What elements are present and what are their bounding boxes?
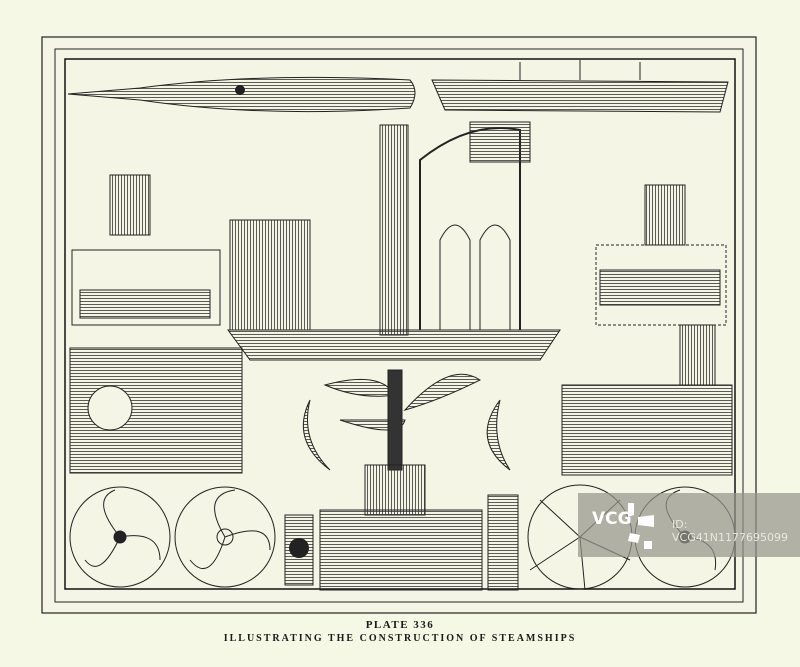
plate-title: ILLUSTRATING THE CONSTRUCTION OF STEAMSH… xyxy=(223,633,577,644)
outer-frame xyxy=(54,48,744,603)
watermark-logo: VCG xyxy=(592,509,632,529)
boiler-section-figure xyxy=(561,384,733,476)
stern-frame-figure xyxy=(319,464,483,591)
ship-hull-figure xyxy=(67,76,416,113)
propeller-fig-9 xyxy=(69,486,171,588)
plate-number: PLATE 336 xyxy=(365,619,435,631)
propeller-blades-figure xyxy=(302,369,511,471)
beam-engine-figure xyxy=(227,121,561,361)
boiler-figure-left xyxy=(71,174,221,326)
boiler-figure-right xyxy=(595,184,727,326)
ship-side-figure xyxy=(431,60,729,113)
propeller-fig-7 xyxy=(174,486,276,588)
watermark-id: ID: VCG41N1177695099 xyxy=(672,518,788,544)
watermark-band: VCG ID: VCG41N1177695099 xyxy=(578,493,800,557)
watermark-logo-icon xyxy=(628,503,654,549)
